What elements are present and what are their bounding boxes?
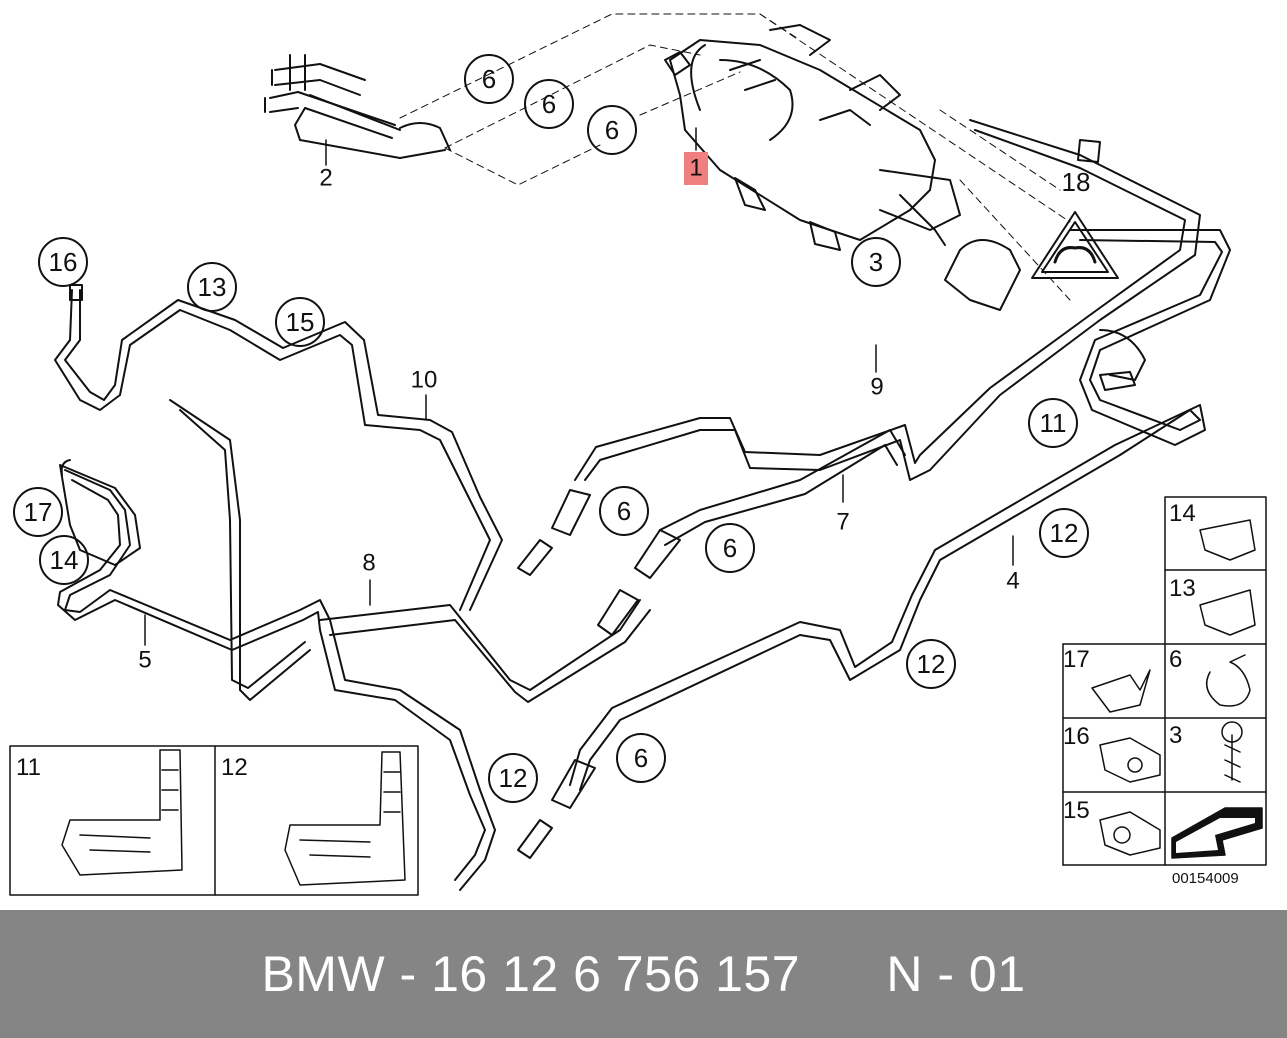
label-part-10: 10: [411, 367, 438, 394]
callout-6: 6: [723, 533, 737, 563]
callout-11: 11: [1040, 408, 1067, 438]
pipe-5: [57, 399, 496, 891]
leader-lines: [399, 13, 1071, 301]
inset-label-12: 12: [221, 754, 248, 781]
warning-triangle-icon: [1031, 211, 1119, 279]
label-part-2: 2: [319, 165, 332, 192]
label-part-7: 7: [836, 509, 849, 536]
grid-label-15: 15: [1063, 797, 1090, 824]
part-1-highlight: [684, 152, 708, 185]
pipe-10: [54, 284, 503, 611]
label-part-1: 1: [689, 155, 702, 182]
label-part-9: 9: [870, 374, 883, 401]
pipe-8: [319, 599, 651, 703]
callout-6: 6: [482, 64, 496, 94]
inset-label-11: 11: [16, 754, 41, 781]
grid-label-3: 3: [1169, 722, 1182, 749]
callout-14: 14: [50, 545, 79, 575]
grid-label-17: 17: [1063, 646, 1090, 673]
part-2-tee-connector: [264, 54, 451, 159]
callout-labels: 6 6 6 18 3 16 13 15 11 17 14 6 6 12 12 1…: [24, 64, 1091, 793]
grid-label-14: 14: [1169, 500, 1196, 527]
callout-16: 16: [49, 247, 78, 277]
grid-label-16: 16: [1063, 723, 1090, 750]
part-1-canister: [664, 24, 961, 251]
label-part-5: 5: [138, 647, 151, 674]
hose-layout-drawing: 6 6 6 18 3 16 13 15 11 17 14 6 6 12 12 1…: [9, 13, 1267, 896]
grid-label-13: 13: [1169, 575, 1196, 602]
callout-12: 12: [499, 763, 528, 793]
callout-6: 6: [617, 496, 631, 526]
pipe-9: [574, 119, 1201, 481]
pipe-7: [659, 429, 906, 546]
inset-grid-right: [1062, 496, 1267, 866]
grid-label-6: 6: [1169, 646, 1182, 673]
callout-6: 6: [634, 743, 648, 773]
hose-connectors: [517, 139, 1136, 859]
callout-12: 12: [917, 649, 946, 679]
callout-18: 18: [1062, 167, 1091, 197]
callout-13: 13: [198, 272, 227, 302]
callout-15: 15: [286, 307, 315, 337]
inset-box-left: [9, 745, 419, 896]
clip-17-14: [59, 459, 141, 566]
parts-diagram: 6 6 6 18 3 16 13 15 11 17 14 6 6 12 12 1…: [9, 13, 1267, 896]
inset-labels: 11 12 14 13 17 6 16 3 15: [16, 500, 1196, 824]
solid-leaders: [144, 127, 1014, 646]
callout-3: 3: [869, 247, 883, 277]
callout-17: 17: [24, 497, 53, 527]
part-labels: 1 2 9 10 7 4 8 5: [138, 155, 1019, 674]
callout-6: 6: [605, 115, 619, 145]
pipe-4-and-12: [569, 229, 1231, 791]
pipe-9-loop: [944, 239, 1146, 381]
label-part-4: 4: [1006, 568, 1019, 595]
callout-6: 6: [542, 89, 556, 119]
callout-12: 12: [1050, 518, 1079, 548]
part-number-caption: BMW - 16 12 6 756 157 N - 01: [261, 946, 1026, 1002]
diagram-code: 00154009: [1172, 870, 1239, 887]
label-part-8: 8: [362, 550, 375, 577]
callout-circles: [13, 54, 1089, 803]
footer-bar: BMW - 16 12 6 756 157 N - 01: [0, 910, 1287, 1038]
